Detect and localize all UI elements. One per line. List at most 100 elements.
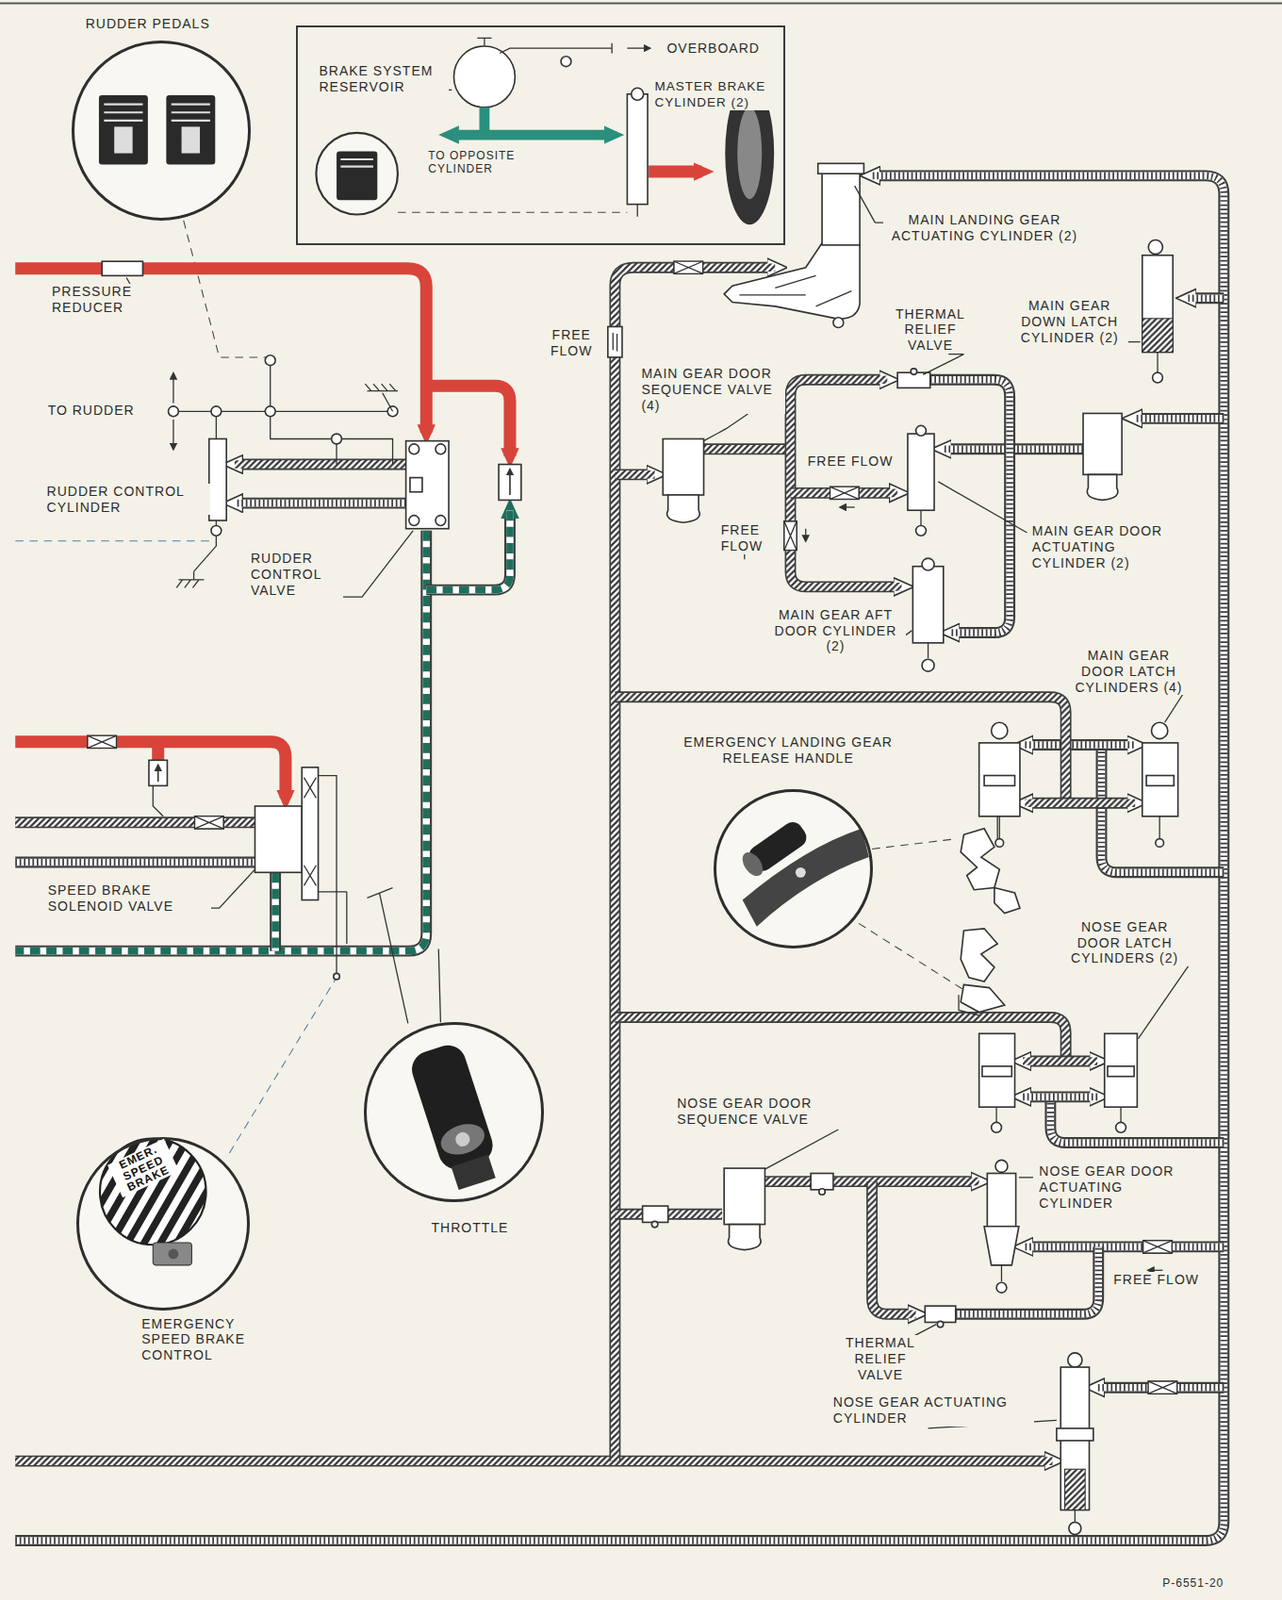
main-gear-components-part xyxy=(921,558,935,571)
brake-system-art-part xyxy=(340,159,374,167)
ladder-lines-part xyxy=(1134,414,1224,423)
latch-cylinders-part xyxy=(1165,693,1184,723)
check-valves-part xyxy=(784,521,798,551)
part-label: FREE FLOW xyxy=(1111,1271,1201,1288)
part-label: NOSE GEAR ACTUATING CYLINDER xyxy=(831,1394,1035,1427)
main-gear-components-part xyxy=(667,494,701,523)
ladder-lines-part xyxy=(15,856,255,869)
ladder-lines-part xyxy=(1022,1093,1098,1102)
rudder-linkage xyxy=(15,278,449,598)
check-valves-part xyxy=(1150,1269,1163,1271)
brake-system-art-part xyxy=(560,56,572,67)
ladder-lines-part xyxy=(15,175,1224,1541)
latch-cylinders-part xyxy=(979,742,1020,817)
landing-gear-handle-art-part xyxy=(871,838,957,850)
ladder-lines-part xyxy=(1024,740,1135,749)
latch-cylinders-part xyxy=(995,838,1004,848)
rudder-linkage-part xyxy=(172,419,174,447)
landing-gear-handle-art-part-part xyxy=(738,848,767,880)
nose-gear-components-part xyxy=(819,1188,825,1195)
node-heading: EMERGENCY LANDING GEAR RELEASE HANDLE xyxy=(660,734,916,767)
throttle-art-part xyxy=(407,1040,504,1193)
rudder-linkage-part xyxy=(364,383,398,411)
brake-system-art-part xyxy=(450,130,612,141)
main-gear-components-part xyxy=(937,481,1027,533)
green-lines-part xyxy=(15,530,427,952)
brake-system-art-part xyxy=(626,47,648,49)
hatched-lines-part xyxy=(871,1181,917,1315)
latch-cylinders-part xyxy=(1155,838,1165,848)
main-gear-components-part xyxy=(927,642,929,658)
nose-gear-components xyxy=(642,1129,1094,1535)
check-valves-part xyxy=(608,326,623,357)
part-label: MAIN GEAR DOOR LATCH CYLINDERS (4) xyxy=(1069,647,1188,695)
node-text: MASTER BRAKE CYLINDER (2) xyxy=(652,79,783,110)
hatched-lines-part xyxy=(1024,797,1135,809)
part-label: TO RUDDER xyxy=(46,402,137,419)
pressure-lines-part xyxy=(15,741,286,799)
throttle-art-part-part xyxy=(451,1154,496,1190)
speed-brake-knob-art-part xyxy=(99,1138,207,1246)
part-label: THERMAL RELIEF VALVE xyxy=(883,306,978,354)
brake-system-art-part xyxy=(336,150,378,200)
node-text: EMERGENCY SPEED BRAKE CONTROL xyxy=(139,1315,272,1364)
ladder-lines-part xyxy=(15,175,1224,1541)
rudder-linkage-part xyxy=(410,477,423,493)
nose-gear-components-part xyxy=(642,1205,669,1222)
main-gear-components-part xyxy=(854,185,886,223)
node-heading: OVERBOARD xyxy=(664,40,761,57)
ladder-lines-part xyxy=(1024,740,1135,749)
green-lines-part xyxy=(426,509,510,590)
nose-gear-components-part xyxy=(764,1129,839,1169)
main-gear-components-part xyxy=(1148,240,1163,255)
part-label: NOSE GEAR DOOR LATCH CYLINDERS (2) xyxy=(1066,919,1184,967)
brake-system-art xyxy=(315,37,774,225)
throttle-art-part-part xyxy=(407,1040,498,1175)
speed-brake-circle: EMER. SPEED BRAKEEMERGENCY SPEED BRAKE C… xyxy=(76,1136,250,1311)
main-gear-components-part xyxy=(916,525,927,536)
main-gear-components-part xyxy=(818,163,865,174)
latch-cylinders-part xyxy=(1104,1033,1138,1107)
part-label: THERMAL RELIEF VALVE xyxy=(833,1334,928,1382)
speed-brake-art-part xyxy=(303,777,316,887)
hatched-lines-part xyxy=(15,816,255,828)
ladder-lines-part xyxy=(15,175,1224,1541)
throttle-art-part xyxy=(365,1024,542,1200)
brake-system-inset: OVERBOARDBRAKE SYSTEM RESERVOIRMASTER BR… xyxy=(295,25,786,246)
check-valves-part xyxy=(829,486,859,500)
rudder-pedals-art-part xyxy=(73,43,249,219)
ladder-lines-part xyxy=(1024,1243,1224,1251)
main-gear-components-part xyxy=(920,509,921,526)
latch-hooks-part xyxy=(960,828,1000,890)
rudder-linkage-part xyxy=(409,443,420,455)
rudder-linkage-part xyxy=(209,438,227,521)
main-gear-components-part xyxy=(1086,474,1118,500)
brake-system-art-part xyxy=(648,165,702,179)
ladder-lines-part xyxy=(234,499,407,508)
check-valves-part xyxy=(842,506,855,508)
rudder-linkage-part xyxy=(172,375,174,403)
latch-cylinders-part xyxy=(991,1121,1003,1133)
latch-cylinders-part xyxy=(1137,966,1188,1039)
nose-gear-components-part xyxy=(1068,1352,1083,1367)
brake-system-art-part xyxy=(453,46,515,108)
part-label: RUDDER CONTROL CYLINDER xyxy=(45,483,211,516)
check-valves-part xyxy=(194,816,224,830)
hatched-lines-part xyxy=(704,443,791,455)
ladder-lines-part xyxy=(1187,292,1224,304)
speed-brake-knob-art-part xyxy=(168,1249,180,1260)
rudder-pedals-art-part xyxy=(114,126,132,153)
rudder-linkage-part xyxy=(409,515,420,526)
throttle-circle: THROTTLE xyxy=(363,1021,543,1201)
latch-cylinders-part xyxy=(1159,816,1161,839)
check-valves-part xyxy=(1148,1380,1178,1395)
speed-brake-art-part xyxy=(254,805,302,872)
green-lines-part xyxy=(269,871,281,951)
landing-gear-handle-art-part xyxy=(858,922,968,991)
latch-cylinders-part xyxy=(991,722,1008,739)
ladder-lines-part xyxy=(1187,294,1224,302)
ladder-lines-part xyxy=(1024,1243,1224,1251)
hatched-lines-part xyxy=(15,1456,1052,1465)
speed-brake-knob-art-part xyxy=(152,1242,192,1266)
landing-gear-handle-art-part xyxy=(716,791,872,947)
